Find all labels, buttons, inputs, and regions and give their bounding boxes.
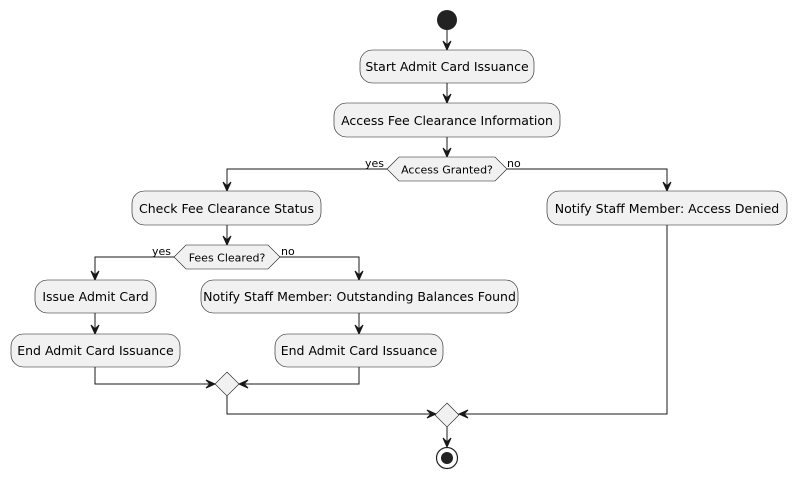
arrowhead: [442, 40, 452, 52]
start-node: [437, 10, 457, 30]
arrowhead: [237, 379, 249, 389]
edge-end-yes-to-merge: [94, 367, 210, 385]
activity-end-issuance-no: End Admit Card Issuance: [274, 333, 444, 368]
activity-start-issuance: Start Admit Card Issuance: [359, 49, 535, 84]
edge-label-access-yes: yes: [365, 157, 384, 170]
decision-fees-cleared-label: Fees Cleared?: [189, 252, 266, 265]
edge-label-fees-no: no: [281, 245, 295, 258]
arrowhead: [205, 379, 217, 389]
activity-check-fee-status: Check Fee Clearance Status: [131, 190, 322, 226]
end-node: [435, 446, 459, 470]
activity-notify-access-denied-label: Notify Staff Member: Access Denied: [555, 201, 780, 216]
edge-fees-no: [280, 256, 360, 275]
activity-issue-admit-card: Issue Admit Card: [34, 279, 157, 314]
decision-fees-cleared: Fees Cleared?: [173, 244, 281, 270]
arrowhead: [90, 324, 100, 336]
edge-label-access-no: no: [507, 157, 521, 170]
edge-access-no: [507, 168, 668, 186]
arrowhead: [426, 409, 438, 419]
arrowhead: [222, 181, 232, 193]
activity-access-fee-info: Access Fee Clearance Information: [333, 102, 561, 138]
decision-access-granted-label: Access Granted?: [401, 164, 493, 177]
edge-end-no-to-merge: [244, 367, 360, 385]
activity-end-issuance-yes: End Admit Card Issuance: [10, 333, 181, 368]
activity-start-issuance-label: Start Admit Card Issuance: [365, 59, 529, 74]
activity-notify-access-denied: Notify Staff Member: Access Denied: [546, 190, 788, 226]
arrowhead: [442, 437, 452, 449]
activity-check-fee-status-label: Check Fee Clearance Status: [139, 201, 314, 216]
arrowhead: [457, 409, 469, 419]
merge-fees: [214, 371, 240, 397]
edge-fees-yes: [94, 256, 174, 275]
activity-access-fee-info-label: Access Fee Clearance Information: [341, 113, 553, 128]
edge-denied-to-final: [464, 225, 668, 415]
arrowhead: [90, 270, 100, 282]
arrowhead: [354, 324, 364, 336]
activity-end-issuance-no-label: End Admit Card Issuance: [281, 343, 438, 358]
arrowhead: [662, 181, 672, 193]
arrowhead: [442, 147, 452, 159]
activity-notify-outstanding: Notify Staff Member: Outstanding Balance…: [200, 279, 519, 314]
edge-access-yes: [226, 168, 387, 186]
arrowhead: [354, 270, 364, 282]
merge-access: [434, 402, 460, 428]
activity-notify-outstanding-label: Notify Staff Member: Outstanding Balance…: [203, 289, 516, 304]
arrowhead: [222, 235, 232, 247]
edge-label-fees-yes: yes: [152, 245, 171, 258]
activity-issue-admit-card-label: Issue Admit Card: [42, 289, 148, 304]
activity-end-issuance-yes-label: End Admit Card Issuance: [17, 343, 174, 358]
arrowhead: [442, 93, 452, 105]
edge-merge-fees-to-final: [226, 396, 431, 415]
decision-access-granted: Access Granted?: [386, 156, 508, 182]
